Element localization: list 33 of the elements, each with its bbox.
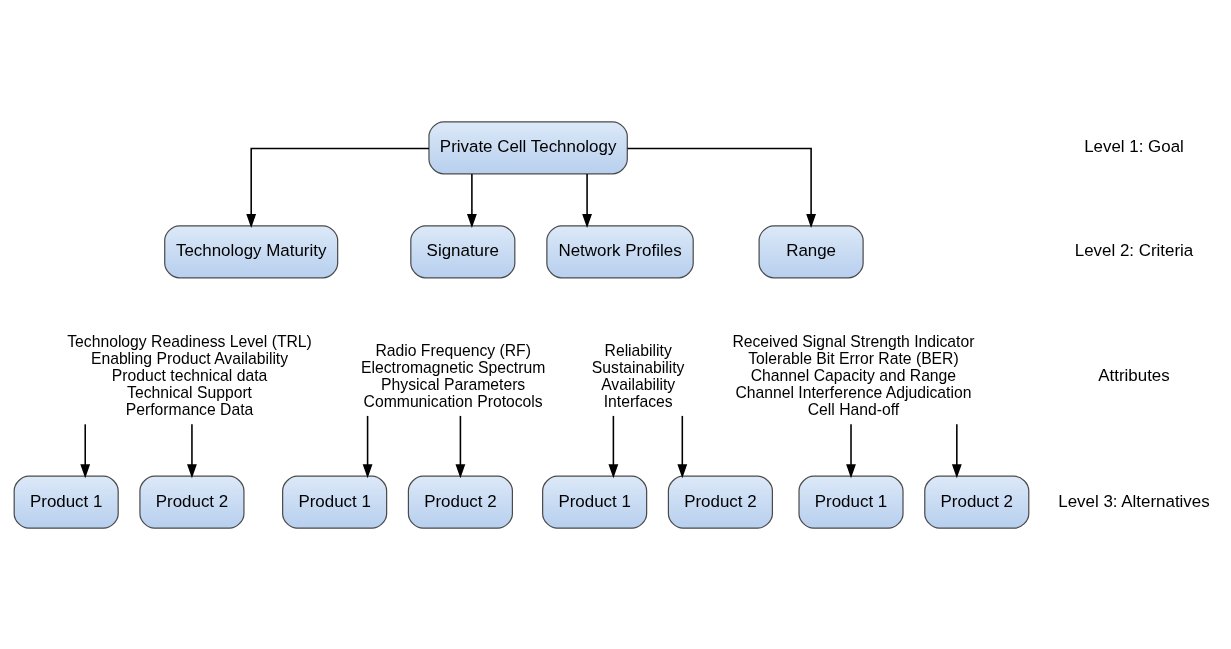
label: Level 2: Criteria [1074,240,1194,260]
label: Level 1: Goal [1084,136,1184,156]
node-text: Reliability Sustainability Availability Interfaces [591,341,685,410]
node-box: Product 2 [667,475,773,529]
node-box: Product 2 [924,475,1030,529]
arrow [951,423,962,478]
node-box: Product 2 [139,475,245,529]
node-text: Technology Readiness Level (TRL) Enabling Product Availability Product technical data Technical Support Performance Data [67,332,312,418]
node-box: Product 1 [13,475,119,529]
node-box: Signature [410,224,516,278]
arrow [608,414,619,478]
node-box: Network Profiles [546,224,694,278]
label: Attributes [1098,365,1170,385]
node-box: Range [758,224,864,278]
node-box: Private Cell Technology [428,120,628,174]
arrow [626,147,816,228]
label: Level 3: Alternatives [1058,491,1210,511]
arrow [677,414,688,478]
node-text: Radio Frequency (RF) Electromagnetic Spectrum Physical Parameters Communication Protocols [360,341,546,410]
node-box: Product 1 [798,475,904,529]
arrow [582,172,592,228]
arrow [467,172,477,228]
arrow [80,423,91,478]
arrow [455,414,466,478]
node-box: Product 1 [282,475,388,529]
node-text: Received Signal Strength Indicator Tolerable Bit Error Rate (BER) Channel Capacity and Range Channel Interference Adjudication Cell Hand-off [732,332,975,418]
arrow [846,423,856,478]
arrow [246,147,430,228]
arrow [187,423,197,478]
arrow [362,414,373,478]
node-box: Product 1 [542,475,648,529]
node-box: Technology Maturity [164,224,339,278]
node-box: Product 2 [407,475,513,529]
